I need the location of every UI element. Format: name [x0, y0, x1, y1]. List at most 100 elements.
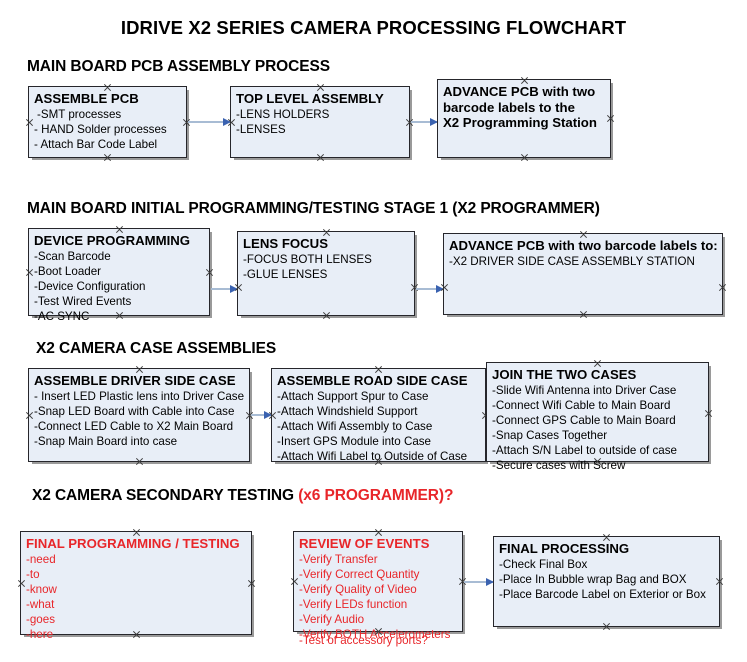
resize-handle-left[interactable] — [25, 118, 34, 127]
section-heading-text: MAIN BOARD INITIAL PROGRAMMING/TESTING S… — [27, 200, 600, 217]
node-final-processing[interactable]: FINAL PROCESSING -Check Final Box -Place… — [493, 536, 720, 627]
node-review-of-events[interactable]: REVIEW OF EVENTS -Verify Transfer -Verif… — [290, 531, 463, 647]
node-line: -AC SYNC — [34, 309, 90, 323]
arrow-head-icon — [264, 411, 272, 419]
node-line: -Attach Wifi Assembly to Case — [277, 419, 433, 433]
section-heading-main-board-pcb-assembly-process: MAIN BOARD PCB ASSEMBLY PROCESS — [27, 58, 330, 76]
node-title: ASSEMBLE ROAD SIDE CASE — [277, 373, 468, 388]
node-line: -Verify Transfer — [299, 552, 378, 566]
node-assemble-driver-side-case[interactable]: ASSEMBLE DRIVER SIDE CASE - Insert LED P… — [28, 368, 250, 462]
resize-handle-bottom[interactable] — [579, 310, 588, 319]
node-assemble-pcb[interactable]: ASSEMBLE PCB -SMT processes - HAND Solde… — [28, 86, 187, 158]
node-line: - Insert LED Plastic lens into Driver Ca… — [34, 389, 245, 403]
node-body: TOP LEVEL ASSEMBLY -LENS HOLDERS -LENSES — [236, 91, 407, 137]
section-heading-text: MAIN BOARD PCB ASSEMBLY PROCESS — [27, 58, 330, 75]
resize-handle-left[interactable] — [25, 268, 34, 277]
node-top-level-assembly[interactable]: TOP LEVEL ASSEMBLY -LENS HOLDERS -LENSES — [230, 86, 410, 158]
arrow-head-icon — [230, 285, 238, 293]
node-body: JOIN THE TWO CASES -Slide Wifi Antenna i… — [492, 367, 706, 473]
node-line: -Verify Audio — [299, 612, 365, 626]
node-body: ADVANCE PCB with two barcode labels to: … — [449, 238, 720, 269]
node-body: ADVANCE PCB with two barcode labels to t… — [443, 84, 608, 131]
node-assemble-road-side-case[interactable]: ASSEMBLE ROAD SIDE CASE -Attach Support … — [271, 368, 486, 464]
node-line: - HAND Solder processes — [34, 122, 167, 136]
node-line: -LENSES — [236, 122, 286, 136]
node-line: -Slide Wifi Antenna into Driver Case — [492, 383, 677, 397]
node-line: -Place Barcode Label on Exterior or Box — [499, 587, 706, 601]
node-line: -Connect Wifi Cable to Main Board — [492, 398, 671, 412]
node-line: -GLUE LENSES — [243, 267, 328, 281]
resize-handle-bottom[interactable] — [135, 457, 144, 466]
arrow-head-icon — [486, 578, 494, 586]
node-title: FINAL PROGRAMMING / TESTING — [26, 536, 240, 551]
page-title: IDRIVE X2 SERIES CAMERA PROCESSING FLOWC… — [120, 17, 627, 38]
node-line: -Snap Cases Together — [492, 428, 608, 442]
node-body: ASSEMBLE PCB -SMT processes - HAND Solde… — [34, 91, 184, 152]
resize-handle-bottom[interactable] — [520, 153, 529, 162]
node-line: -SMT processes — [37, 107, 122, 121]
node-line: -Test Wired Events — [34, 294, 132, 308]
node-advance-pcb-driver-side-case[interactable]: ADVANCE PCB with two barcode labels to: … — [443, 233, 723, 315]
node-line: -Attach Support Spur to Case — [277, 389, 429, 403]
resize-handle-bottom[interactable] — [316, 153, 325, 162]
node-line: -Verify LEDs function — [299, 597, 408, 611]
node-body: FINAL PROCESSING -Check Final Box -Place… — [499, 541, 717, 602]
resize-handle-left[interactable] — [17, 579, 26, 588]
node-line: -to — [26, 567, 40, 581]
section-heading-x2-camera-secondary-testing: X2 CAMERA SECONDARY TESTING (x6 PROGRAMM… — [32, 487, 453, 505]
section-heading-text: X2 CAMERA SECONDARY TESTING — [32, 487, 299, 504]
node-title: ADVANCE PCB with two — [443, 84, 596, 99]
node-line: -LENS HOLDERS — [236, 107, 330, 121]
connector-top-level-assembly-to-advance-pcb — [411, 118, 438, 126]
node-line: -know — [26, 582, 57, 596]
node-line: -X2 DRIVER SIDE CASE ASSEMBLY STATION — [449, 254, 695, 268]
node-line: -Device Configuration — [34, 279, 146, 293]
node-line: -Scan Barcode — [34, 249, 111, 263]
node-line: -here — [26, 627, 54, 641]
resize-handle-bottom[interactable] — [103, 153, 112, 162]
connector-device-programming-to-lens-focus — [211, 285, 238, 293]
node-body: ASSEMBLE ROAD SIDE CASE -Attach Support … — [277, 373, 483, 464]
node-line: -goes — [26, 612, 56, 626]
node-line: - Attach Bar Code Label — [34, 137, 158, 151]
section-heading-x2-camera-case-assemblies: X2 CAMERA CASE ASSEMBLIES — [36, 340, 276, 358]
resize-handle-left[interactable] — [290, 577, 299, 586]
resize-handle-bottom[interactable] — [322, 311, 331, 320]
node-device-programming[interactable]: DEVICE PROGRAMMING -Scan Barcode -Boot L… — [25, 228, 210, 323]
resize-handle-right[interactable] — [718, 283, 727, 292]
node-line: -Snap LED Board with Cable into Case — [34, 404, 235, 418]
node-line: -Verify BOTH Accelerometers — [299, 627, 451, 641]
connector-driver-side-to-road-side — [251, 411, 272, 419]
node-line: -Place In Bubble wrap Bag and BOX — [499, 572, 687, 586]
node-body: LENS FOCUS -FOCUS BOTH LENSES -GLUE LENS… — [243, 236, 412, 282]
node-title: FINAL PROCESSING — [499, 541, 630, 556]
connector-assemble-pcb-to-top-level-assembly — [188, 118, 231, 126]
node-line: -FOCUS BOTH LENSES — [243, 252, 372, 266]
resize-handle-bottom[interactable] — [602, 622, 611, 631]
node-line: -Check Final Box — [499, 557, 588, 571]
node-lens-focus[interactable]: LENS FOCUS -FOCUS BOTH LENSES -GLUE LENS… — [237, 231, 415, 316]
node-body: REVIEW OF EVENTS -Verify Transfer -Verif… — [299, 536, 460, 642]
node-join-the-two-cases[interactable]: JOIN THE TWO CASES -Slide Wifi Antenna i… — [486, 362, 709, 472]
node-body: ASSEMBLE DRIVER SIDE CASE - Insert LED P… — [34, 373, 247, 449]
section-heading-main-board-initial-programming: MAIN BOARD INITIAL PROGRAMMING/TESTING S… — [27, 200, 600, 218]
node-title: REVIEW OF EVENTS — [299, 536, 430, 551]
node-line: -Verify Correct Quantity — [299, 567, 420, 581]
node-title: DEVICE PROGRAMMING — [34, 233, 191, 248]
node-line: -Attach Wifi Label to Outside of Case — [277, 449, 468, 463]
arrow-head-icon — [223, 118, 231, 126]
node-body: FINAL PROGRAMMING / TESTING -need -to -k… — [26, 536, 249, 642]
node-line: -Snap Main Board into case — [34, 434, 178, 448]
resize-handle-left[interactable] — [25, 411, 34, 420]
node-final-programming-testing[interactable]: FINAL PROGRAMMING / TESTING -need -to -k… — [17, 531, 252, 641]
connector-lens-focus-to-advance-pcb-driver-side — [416, 285, 444, 293]
node-title: LENS FOCUS — [243, 236, 328, 251]
node-line: -Connect GPS Cable to Main Board — [492, 413, 676, 427]
node-title: TOP LEVEL ASSEMBLY — [236, 91, 384, 106]
node-advance-pcb-programming-station[interactable]: ADVANCE PCB with two barcode labels to t… — [437, 79, 611, 158]
arrow-head-icon — [430, 118, 438, 126]
node-title: ASSEMBLE DRIVER SIDE CASE — [34, 373, 236, 388]
section-heading-text: X2 CAMERA CASE ASSEMBLIES — [36, 340, 277, 357]
node-line: -Connect LED Cable to X2 Main Board — [34, 419, 234, 433]
